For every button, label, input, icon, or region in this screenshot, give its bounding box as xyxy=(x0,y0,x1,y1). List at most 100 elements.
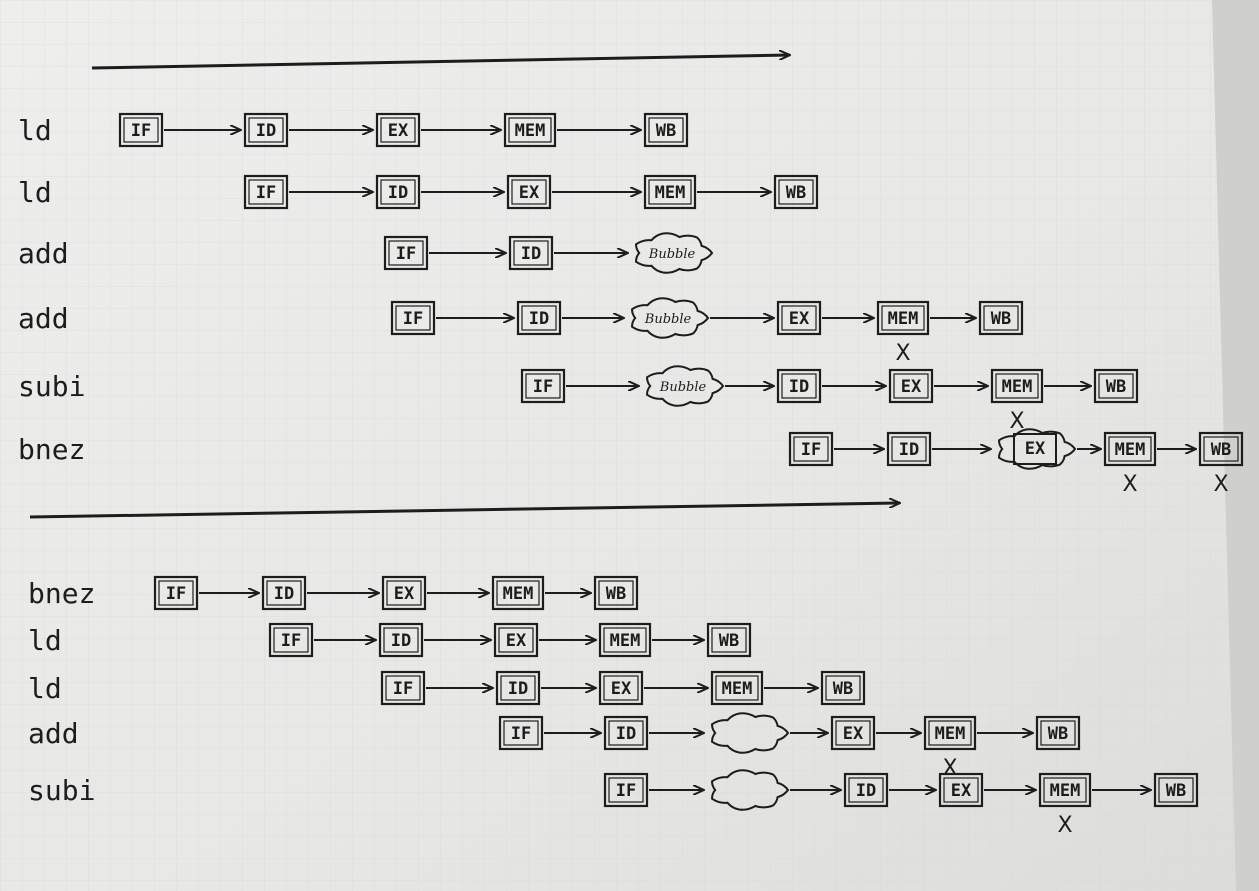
stage-box: IF xyxy=(603,772,649,808)
bubble-stage: Bubble xyxy=(630,297,710,339)
stage-frame xyxy=(886,431,932,467)
stage-inner-frame xyxy=(848,777,884,803)
stage-frame xyxy=(830,715,876,751)
stage-frame xyxy=(598,622,652,658)
stage-label: IF xyxy=(396,244,416,264)
stage-frame xyxy=(378,622,424,658)
stage-label: ID xyxy=(899,440,919,460)
stage-frame xyxy=(593,575,639,611)
stage-frame xyxy=(643,112,689,148)
cancel-mark: X xyxy=(942,756,957,781)
cancel-mark: X xyxy=(1122,472,1137,497)
stage-box: ID xyxy=(243,112,289,148)
stage-box: IF xyxy=(243,174,289,210)
stage-label: ID xyxy=(388,183,408,203)
stage-label: MEM xyxy=(1115,440,1146,460)
stage-frame xyxy=(153,575,199,611)
stage-box: WBX xyxy=(1198,431,1244,497)
stage-label: IF xyxy=(403,309,423,329)
stage-inner-frame xyxy=(943,777,979,803)
stage-inner-frame xyxy=(383,627,419,653)
stage-frame xyxy=(1038,772,1092,808)
stage-box: WB xyxy=(1035,715,1081,751)
stage-label: ID xyxy=(789,377,809,397)
stage-box: ID xyxy=(516,300,562,336)
back-page-edge xyxy=(1212,0,1259,891)
stage-box: MEM xyxy=(491,575,545,611)
stage-label: ID xyxy=(256,121,276,141)
stage-inner-frame xyxy=(380,117,416,143)
bubble-cloud-shape xyxy=(630,297,710,339)
stage-frame xyxy=(598,670,644,706)
stage-label: MEM xyxy=(1002,377,1033,397)
instruction-label: subi xyxy=(18,370,85,403)
stage-label: MEM xyxy=(655,183,686,203)
stage-frame xyxy=(516,300,562,336)
stage-label: ID xyxy=(616,724,636,744)
stage-box: ID xyxy=(776,368,822,404)
stage-inner-frame xyxy=(385,675,421,701)
stage-label: EX xyxy=(611,679,632,699)
stage-frame xyxy=(243,112,289,148)
stage-inner-frame xyxy=(508,117,552,143)
stage-box: WB xyxy=(1093,368,1139,404)
stage-inner-frame xyxy=(248,179,284,205)
stage-inner-frame xyxy=(511,179,547,205)
stage-box: MEM xyxy=(643,174,697,210)
stage-frame xyxy=(381,575,427,611)
stage-label: WB xyxy=(606,584,626,604)
stage-box: IF xyxy=(118,112,164,148)
stage-inner-frame xyxy=(835,720,871,746)
instruction-label: add xyxy=(18,302,69,335)
stage-box: EX xyxy=(506,174,552,210)
stage-box: MEM xyxy=(503,112,557,148)
stage-inner-frame xyxy=(825,675,861,701)
stage-frame xyxy=(520,368,566,404)
stage-box: ID xyxy=(261,575,307,611)
stage-box: IF xyxy=(268,622,314,658)
stage-box: WB xyxy=(643,112,689,148)
stage-inner-frame xyxy=(891,436,927,462)
stage-inner-frame xyxy=(648,179,692,205)
stage-box: IF xyxy=(380,670,426,706)
stage-inner-frame xyxy=(386,580,422,606)
stage-frame xyxy=(706,622,752,658)
stage-frame xyxy=(710,670,764,706)
stage-box: EX xyxy=(493,622,539,658)
stage-frame xyxy=(243,174,289,210)
stage-box: WB xyxy=(593,575,639,611)
stage-box: WB xyxy=(978,300,1024,336)
stage-label: IF xyxy=(281,631,301,651)
stage-label: MEM xyxy=(503,584,534,604)
stage-label: EX xyxy=(901,377,922,397)
stage-frame xyxy=(1198,431,1244,467)
instruction-label: ld xyxy=(18,114,52,147)
stage-box: ID xyxy=(603,715,649,751)
stage-label: IF xyxy=(166,584,186,604)
stage-box: IF xyxy=(788,431,834,467)
instruction-label: bnez xyxy=(28,577,95,610)
stage-inner-frame xyxy=(995,373,1039,399)
stage-frame xyxy=(495,670,541,706)
stage-frame xyxy=(1103,431,1157,467)
bubble-cloud-shape xyxy=(997,428,1077,470)
bubble-stage xyxy=(710,769,790,811)
stage-label: WB xyxy=(1106,377,1126,397)
stage-box: ID xyxy=(843,772,889,808)
stage-inner-frame xyxy=(781,373,817,399)
stage-label: WB xyxy=(656,121,676,141)
stage-inner-frame xyxy=(248,117,284,143)
stage-frame xyxy=(375,174,421,210)
bubble-label: EX xyxy=(1025,439,1046,459)
stage-inner-frame xyxy=(881,305,925,331)
stage-box: MEM X xyxy=(1103,431,1157,497)
bubble-cloud-shape xyxy=(710,712,790,754)
stage-inner-frame xyxy=(1040,720,1076,746)
